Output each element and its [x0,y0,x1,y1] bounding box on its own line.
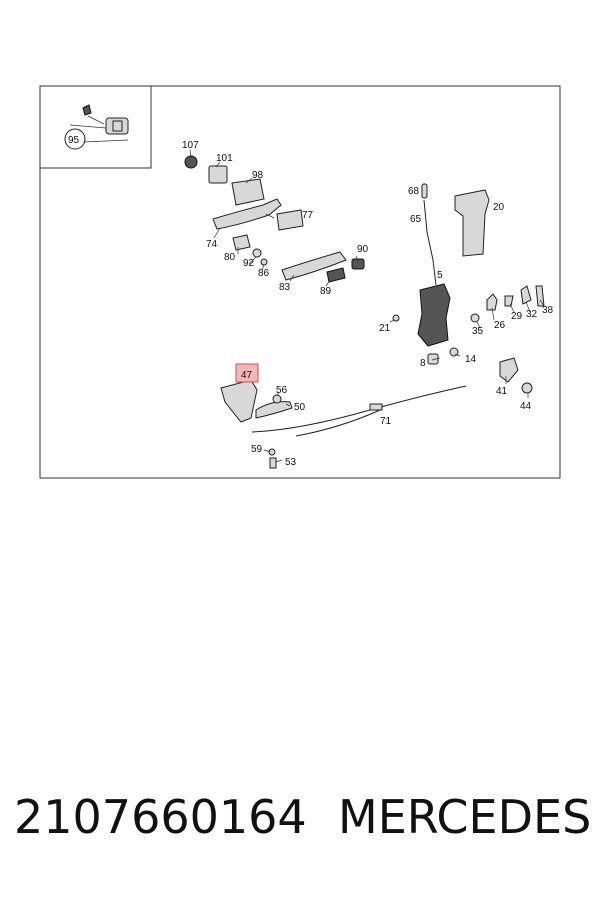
callout-21: 21 [379,323,391,334]
exploded-parts-diagram: 95 [39,85,561,479]
callout-44: 44 [520,401,532,412]
callout-35: 35 [472,326,484,337]
highlighted-callout-label: 47 [241,370,253,381]
callout-68: 68 [408,186,420,197]
part-number: 2107660164 [14,790,307,844]
callout-53: 53 [285,457,297,468]
callout-77: 77 [302,210,314,221]
callout-83: 83 [279,282,291,293]
callout-89: 89 [320,286,332,297]
latch-assembly [389,183,545,398]
callout-38: 38 [542,305,554,316]
inner-handle-assembly [220,379,467,469]
callout-41: 41 [496,386,508,397]
callout-71: 71 [380,416,392,427]
callout-65: 65 [410,214,422,225]
callout-8: 8 [420,358,426,369]
callout-56: 56 [276,385,288,396]
callout-92: 92 [243,258,255,269]
callout-50: 50 [294,402,306,413]
highlighted-callout-box [235,363,259,383]
callout-90: 90 [357,244,369,255]
callout-101: 101 [216,153,233,164]
callout-32: 32 [526,309,538,320]
brand-name: MERCEDES [338,790,592,844]
callout-29: 29 [511,311,523,322]
callout-5: 5 [437,270,443,281]
callout-80: 80 [224,252,236,263]
callout-59: 59 [251,444,263,455]
callout-26: 26 [494,320,506,331]
inset-lock-cylinder: 95 [64,104,129,150]
callout-86: 86 [258,268,270,279]
callout-74: 74 [206,239,218,250]
caption-bar: 2107660164 MERCEDES [0,790,600,870]
callout-20: 20 [493,202,505,213]
callout-98: 98 [252,170,264,181]
callout-14: 14 [465,354,477,365]
inset-callout-circle [64,128,86,150]
inset-callout-label: 95 [68,135,80,146]
outer-handle-assembly [184,149,365,287]
callout-107: 107 [182,140,199,151]
